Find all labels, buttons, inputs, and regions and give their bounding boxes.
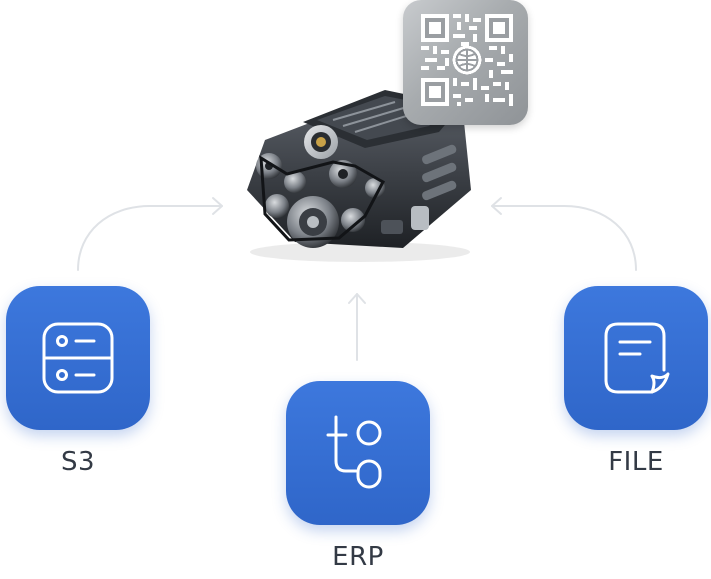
- storage-server-icon: [42, 322, 114, 394]
- source-label-s3: S3: [60, 447, 96, 477]
- arrowhead-file-icon: [491, 197, 502, 215]
- erp-tile[interactable]: [286, 381, 430, 525]
- source-label-erp: ERP: [332, 542, 384, 572]
- source-label-file: FILE: [608, 447, 664, 477]
- source-file[interactable]: FILE: [564, 286, 708, 477]
- arrowhead-s3-icon: [212, 197, 223, 215]
- file-tile[interactable]: [564, 286, 708, 430]
- erp-logo-icon: [326, 415, 382, 489]
- source-s3[interactable]: S3: [6, 286, 150, 477]
- qr-code-icon: [421, 14, 513, 106]
- arrowhead-erp-icon: [348, 293, 366, 304]
- qr-code-tag: [403, 0, 528, 125]
- source-erp[interactable]: ERP: [286, 381, 430, 572]
- s3-tile[interactable]: [6, 286, 150, 430]
- connector-file: [491, 205, 637, 271]
- connector-s3: [77, 205, 223, 271]
- document-icon: [604, 322, 670, 394]
